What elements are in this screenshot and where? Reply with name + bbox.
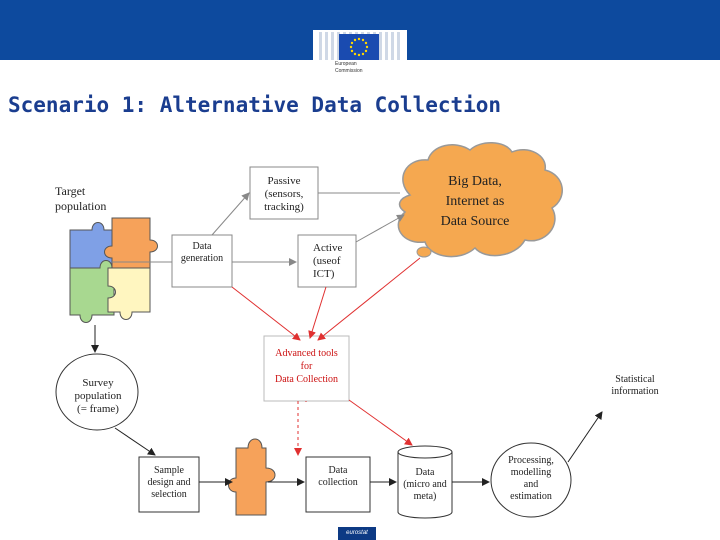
logo-line-2: Commission xyxy=(335,68,363,74)
data-collection-line-1: Data xyxy=(328,465,348,476)
survey-population-line-1: Survey xyxy=(82,377,114,389)
puzzle-pieces-icon xyxy=(69,217,158,323)
sample-design-box xyxy=(138,456,200,513)
active-line-3: ICT) xyxy=(313,268,335,280)
statistical-information-label: Statistical information xyxy=(598,374,672,398)
sample-design-line-2: design and xyxy=(147,477,191,488)
data-store-line-1: Data xyxy=(415,467,435,478)
big-data-cloud xyxy=(397,142,563,258)
data-collection-label: Data collection xyxy=(306,465,370,489)
processing-line-4: estimation xyxy=(510,491,552,502)
data-store-line-2: (micro and xyxy=(403,479,447,490)
sample-design-label: Sample design and selection xyxy=(139,465,199,501)
data-generation-label: Data generation xyxy=(172,241,232,265)
statistical-information-line-2: information xyxy=(611,386,659,397)
sample-design-line-3: selection xyxy=(151,489,187,500)
eurostat-logo: eurostat xyxy=(338,527,376,540)
processing-line-1: Processing, xyxy=(508,455,554,466)
processing-line-2: modelling xyxy=(510,467,552,478)
big-data-line-2: Internet as xyxy=(445,194,505,209)
statistical-information-oval xyxy=(594,360,676,412)
generation-to-tools-arrow xyxy=(231,286,301,341)
active-line-1: Active xyxy=(313,242,343,254)
sample-design-line-1: Sample xyxy=(154,465,184,476)
advanced-tools-box xyxy=(263,335,350,402)
tools-to-data-arrow xyxy=(348,399,413,446)
target-population-label: Target population xyxy=(55,184,106,214)
data-generation-line-2: generation xyxy=(180,253,224,264)
advanced-tools-line-2: for xyxy=(300,361,313,372)
target-population-line-1: Target xyxy=(55,184,86,198)
data-store-line-3: meta) xyxy=(413,491,437,502)
advanced-tools-line-1: Advanced tools xyxy=(275,348,338,359)
processing-oval xyxy=(490,442,572,518)
logo-text: European Commission xyxy=(335,61,363,75)
logo-line-1: European xyxy=(335,61,357,67)
active-to-tools-arrow xyxy=(308,286,327,339)
eu-flag-icon xyxy=(339,34,379,60)
survey-population-label: Survey population (= frame) xyxy=(58,377,138,416)
survey-population-line-3: (= frame) xyxy=(77,403,119,415)
processing-label: Processing, modelling and estimation xyxy=(494,455,568,503)
data-store-label: Data (micro and meta) xyxy=(398,467,452,503)
cloud-to-tools-arrow xyxy=(317,257,421,341)
big-data-line-1: Big Data, xyxy=(448,174,502,189)
european-commission-logo: European Commission xyxy=(313,30,407,82)
active-box xyxy=(297,234,357,288)
generation-to-passive-arrow xyxy=(211,192,250,236)
advanced-tools-label: Advanced tools for Data Collection xyxy=(264,347,349,386)
processing-line-3: and xyxy=(523,479,539,490)
passive-label: Passive (sensors, tracking) xyxy=(250,175,318,214)
active-label: Active (useof ICT) xyxy=(313,242,342,281)
orange-puzzle-icon xyxy=(228,438,276,516)
target-population-line-2: population xyxy=(55,199,107,213)
passive-line-3: tracking) xyxy=(264,201,304,213)
big-data-line-3: Data Source xyxy=(440,214,510,229)
survey-to-sample-arrow xyxy=(114,427,156,456)
passive-line-1: Passive xyxy=(267,175,301,187)
survey-population-oval xyxy=(55,353,139,431)
advanced-tools-line-3: Data Collection xyxy=(274,374,339,385)
data-collection-box xyxy=(305,456,371,513)
slide-title: Scenario 1: Alternative Data Collection xyxy=(8,93,502,117)
data-generation-box xyxy=(171,234,233,288)
processing-to-information-arrow xyxy=(567,411,603,463)
survey-population-line-2: population xyxy=(74,390,122,402)
passive-line-2: (sensors, xyxy=(264,188,304,200)
statistical-information-line-1: Statistical xyxy=(615,374,655,385)
active-to-cloud-arrow xyxy=(355,214,405,243)
big-data-label: Big Data, Internet as Data Source xyxy=(420,172,530,232)
active-line-2: (useof xyxy=(313,255,341,267)
data-collection-line-2: collection xyxy=(318,477,358,488)
data-generation-line-1: Data xyxy=(192,241,212,252)
data-store-cylinder xyxy=(397,445,453,519)
